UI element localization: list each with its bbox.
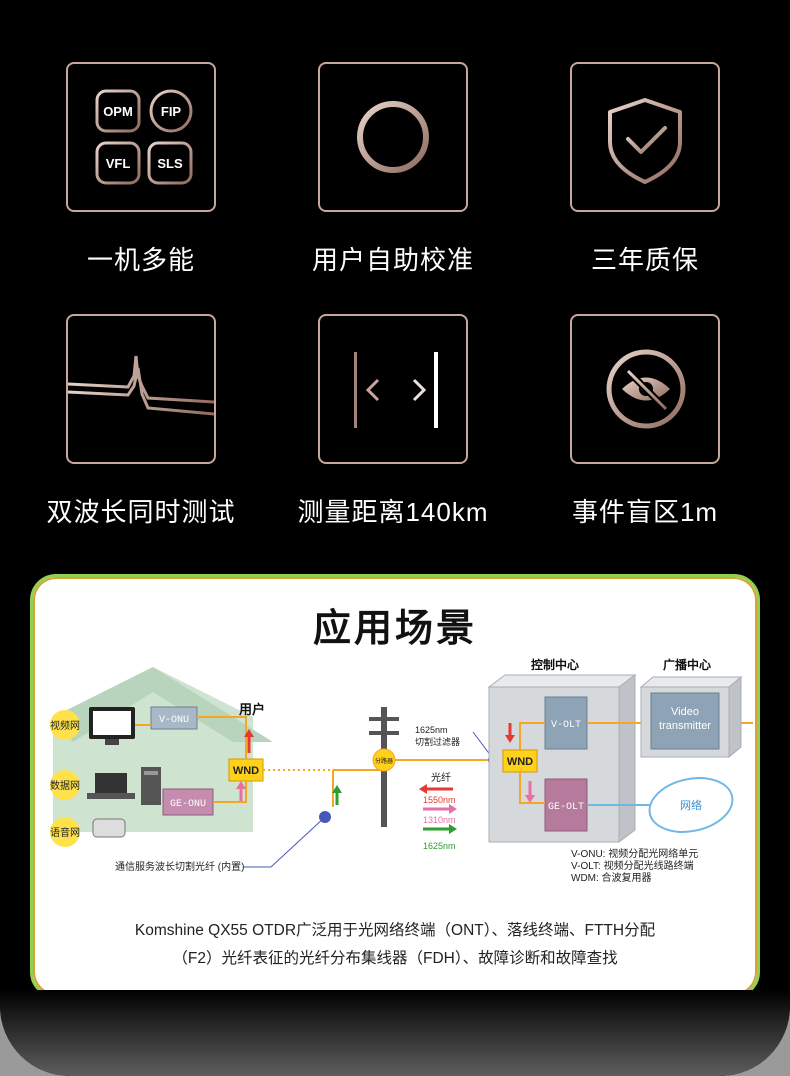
ge-olt-label: GE-OLT bbox=[548, 802, 584, 813]
feature-label: 双波长同时测试 bbox=[46, 497, 236, 527]
v-olt-label: V-OLT bbox=[551, 720, 581, 731]
distance-arrow-icon bbox=[354, 352, 438, 428]
feature-tile bbox=[66, 314, 216, 464]
data-net-badge bbox=[50, 770, 80, 800]
video-net-label: 视频网 bbox=[50, 719, 80, 732]
description-line-1: Komshine QX55 OTDR广泛用于光网络终端（ONT）、落线终端、FT… bbox=[134, 922, 656, 939]
server-icon bbox=[141, 767, 161, 805]
badge-vfl: VFL bbox=[106, 156, 131, 171]
video-transmitter-label-2: transmitter bbox=[659, 720, 711, 732]
application-title: 应用场景 bbox=[312, 608, 477, 650]
badge-fip: FIP bbox=[161, 104, 182, 119]
feature-distance: 测量距离140km bbox=[278, 314, 508, 529]
wl-1625-label: 1625nm bbox=[423, 841, 456, 851]
dual-wave-trace-icon bbox=[68, 355, 214, 416]
bottom-fade bbox=[0, 990, 790, 1076]
feature-dual-wavelength: 双波长同时测试 bbox=[26, 314, 256, 529]
video-net-badge bbox=[50, 710, 80, 740]
badge-opm: OPM bbox=[103, 104, 133, 119]
filter-label-2: 切割过滤器 bbox=[415, 736, 460, 747]
feature-label: 测量距离140km bbox=[297, 497, 489, 527]
voice-net-badge bbox=[50, 817, 80, 847]
laptop-icon bbox=[95, 773, 127, 793]
badge-sls: SLS bbox=[157, 156, 183, 171]
shield-check-icon bbox=[608, 98, 682, 184]
application-description: Komshine QX55 OTDR广泛用于光网络终端（ONT）、落线终端、FT… bbox=[73, 917, 717, 973]
feature-tile: OPM FIP VFL SLS bbox=[66, 62, 216, 212]
feature-warranty: 三年质保 bbox=[530, 62, 760, 277]
network-cloud bbox=[648, 777, 734, 833]
feature-tile bbox=[570, 314, 720, 464]
wnd-label-right: WND bbox=[507, 756, 533, 768]
ge-onu-box bbox=[162, 788, 214, 816]
wnd-label-left: WND bbox=[233, 765, 259, 777]
legend-v-olt: V-OLT: 视频分配光线路终端 bbox=[571, 859, 694, 872]
v-onu-label: V-ONU bbox=[159, 715, 189, 726]
wl-1550-label: 1550nm bbox=[423, 795, 456, 805]
ge-olt-box bbox=[544, 778, 588, 832]
legend-v-onu: V-ONU: 视频分配光网络单元 bbox=[571, 847, 698, 860]
feature-self-calibration: 用户自助校准 bbox=[278, 62, 508, 277]
control-center-label: 控制中心 bbox=[531, 657, 579, 672]
description-line-2: （F2）光纤表征的光纤分布集线器（FDH）、故障诊断和故障查找 bbox=[172, 950, 618, 967]
feature-event-dead-zone: 事件盲区1m bbox=[530, 314, 760, 529]
user-label: 用户 bbox=[238, 702, 265, 717]
feature-tile bbox=[318, 314, 468, 464]
filter-label-1: 1625nm bbox=[415, 725, 448, 735]
ge-onu-label: GE-ONU bbox=[170, 799, 206, 810]
fiber-label: 光纤 bbox=[431, 771, 451, 784]
legend-wdm: WDM: 合波复用器 bbox=[571, 871, 652, 884]
network-diagram: 视频网 数据网 语音网 V-ONU GE-ONU 用户 bbox=[50, 657, 753, 884]
video-transmitter-box bbox=[650, 692, 720, 750]
phone-icon bbox=[92, 818, 126, 838]
network-label: 网络 bbox=[680, 798, 702, 812]
voice-net-label: 语音网 bbox=[50, 826, 80, 839]
function-modes-icon: OPM FIP VFL SLS bbox=[95, 89, 193, 185]
application-card: 应用场景 视频网 数据网 语音网 V-ONU bbox=[30, 574, 760, 998]
broadcast-center-label: 广播中心 bbox=[663, 657, 711, 672]
feature-label: 事件盲区1m bbox=[571, 497, 719, 527]
crosshair-icon bbox=[350, 94, 436, 180]
feature-tile bbox=[318, 62, 468, 212]
feature-multi-function: OPM FIP VFL SLS 一机多能 bbox=[26, 62, 256, 277]
feature-label: 用户自助校准 bbox=[311, 245, 474, 275]
splitter-label: 分路器 bbox=[375, 757, 393, 765]
feature-label: 三年质保 bbox=[590, 245, 699, 275]
feature-label: 一机多能 bbox=[86, 245, 195, 275]
feature-tile bbox=[570, 62, 720, 212]
data-net-label: 数据网 bbox=[50, 779, 80, 792]
wl-1310-label: 1310nm bbox=[423, 815, 456, 825]
eye-off-icon bbox=[606, 349, 686, 429]
video-transmitter-label-1: Video bbox=[671, 706, 699, 718]
cut-fiber-label: 通信服务波长切割光纤 (内置) bbox=[115, 860, 244, 873]
house-roof bbox=[53, 667, 273, 742]
